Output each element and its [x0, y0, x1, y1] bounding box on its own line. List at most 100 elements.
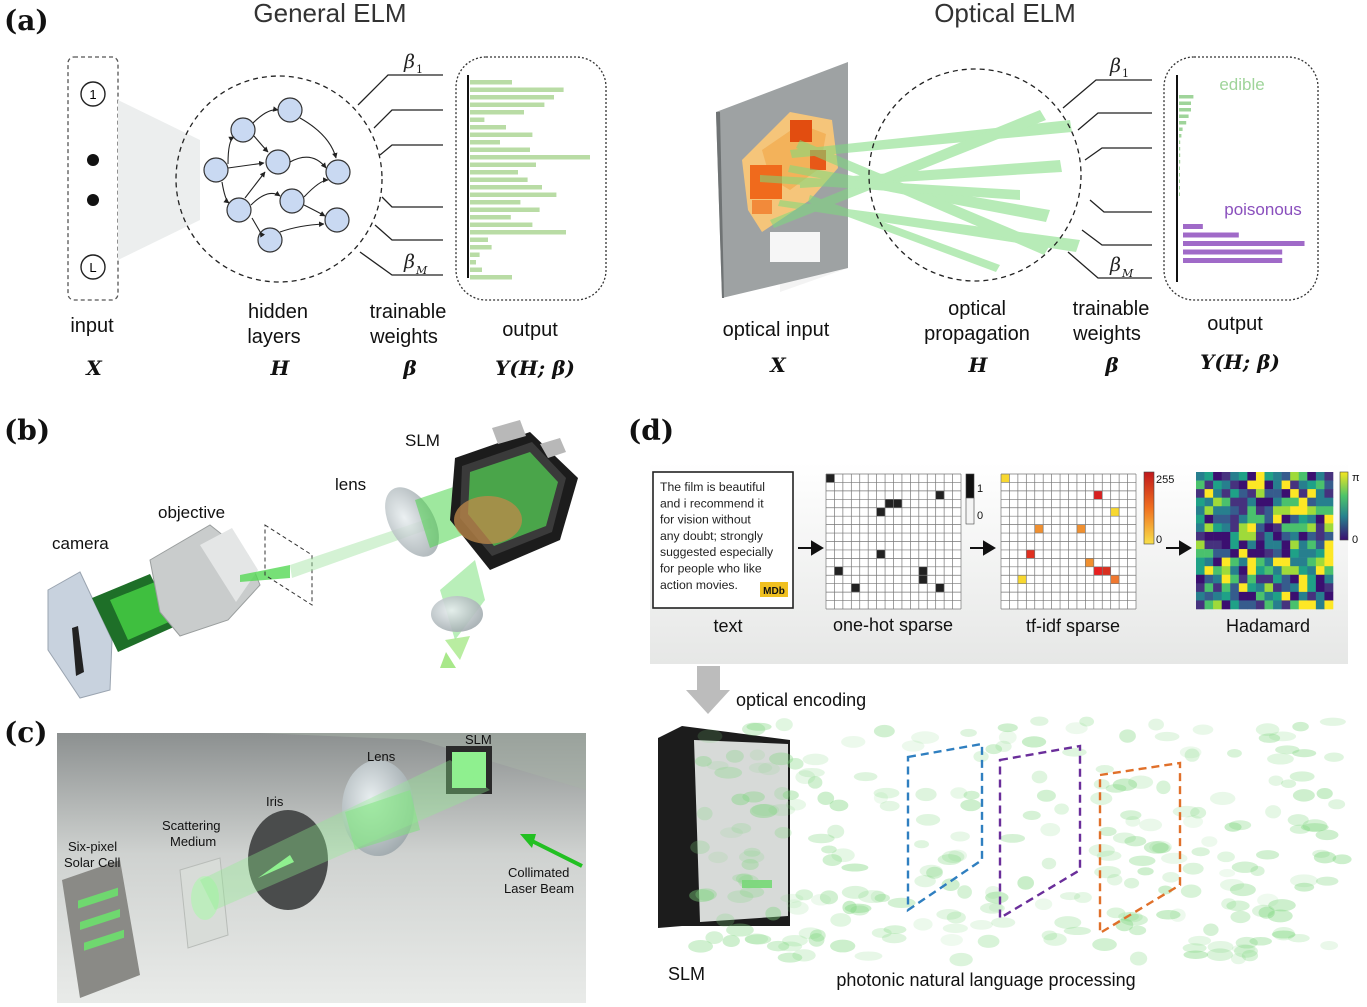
speckle [1281, 779, 1297, 788]
symbol-h-right: H [968, 353, 989, 377]
hadamard-cell [1247, 489, 1257, 498]
tfidf-colorbar [1143, 471, 1155, 545]
hadamard-cell [1307, 549, 1317, 558]
speckle [1092, 938, 1117, 951]
speckle [1105, 784, 1127, 793]
speckle [985, 886, 1001, 899]
review-text-line: The film is beautiful [660, 480, 765, 494]
speckle [919, 864, 943, 878]
speckle [1030, 716, 1049, 726]
onehot-cell [851, 583, 860, 593]
hadamard-cell [1324, 540, 1334, 550]
hadamard-cell [1255, 557, 1265, 567]
speckle [950, 787, 968, 799]
hadamard-cell [1196, 506, 1205, 516]
hadamard-cell [1281, 557, 1291, 567]
speckle [1192, 724, 1214, 735]
beta-first-right: β [1109, 55, 1121, 77]
speckle [1036, 789, 1056, 802]
speckle [829, 799, 849, 812]
speckle [1090, 791, 1113, 805]
hadamard-cell [1213, 540, 1222, 550]
speckle [1156, 780, 1171, 795]
speckle [1073, 892, 1092, 903]
hadamard-cell [1264, 574, 1274, 584]
hadamard-cell [1315, 472, 1325, 481]
hadamard-cell [1324, 600, 1334, 610]
panel-label-c: (c) [4, 716, 48, 749]
hadamard-cell [1196, 523, 1205, 533]
speckle [1294, 882, 1315, 892]
hadamard-cell [1273, 514, 1282, 524]
speckle [1063, 926, 1092, 936]
hadamard-cell [1298, 583, 1308, 593]
hadamard-cell [1255, 549, 1265, 558]
hadamard-cell [1204, 480, 1214, 490]
general-output-bar [470, 162, 536, 167]
speckle [774, 786, 791, 800]
speckle [1267, 753, 1294, 765]
hadamard-cell [1221, 480, 1231, 490]
hadamard-cell [1230, 489, 1240, 498]
speckle [1217, 851, 1235, 863]
speckle [1098, 826, 1117, 837]
d-slm-label: SLM [668, 964, 705, 984]
hadamard-cell [1213, 531, 1222, 541]
speckle [871, 927, 892, 938]
hadamard-cell [1315, 591, 1325, 601]
speckle [1275, 745, 1300, 755]
hadamard-cell [1281, 489, 1291, 498]
hadamard-cell [1264, 591, 1274, 601]
hadamard-cell [1221, 514, 1231, 524]
hadamard-cell [1273, 540, 1282, 550]
speckle [748, 762, 773, 774]
label-optical-input: optical input [723, 319, 830, 341]
hadamard-cell [1307, 489, 1317, 498]
speckle [1268, 775, 1284, 786]
speckle [1290, 874, 1318, 888]
hadamard-cell [1204, 514, 1214, 524]
general-output-bar [470, 245, 492, 250]
c-collimated-1: Collimated [508, 865, 569, 880]
hadamard-cell [1307, 480, 1317, 490]
mdb-badge [760, 582, 788, 597]
hadamard-cell [1298, 540, 1308, 550]
speckle [739, 886, 765, 898]
optical-output-bar [1179, 95, 1194, 99]
onehot-scale-max: 1 [977, 483, 983, 495]
hadamard-scale-min: 0 [1352, 534, 1358, 546]
ellipsis-dot [87, 154, 99, 166]
speckle [821, 845, 837, 854]
speckle [949, 952, 973, 967]
speckle [985, 891, 1009, 904]
speckle [735, 873, 754, 885]
onehot-cell [918, 575, 928, 584]
speckle [1235, 936, 1258, 949]
speckle [1021, 736, 1047, 748]
hadamard-cell [1290, 506, 1300, 516]
hadamard-cell [1230, 523, 1240, 533]
optical-beams [760, 110, 1080, 272]
speckle [780, 893, 804, 903]
speckle [792, 949, 816, 962]
poisonous-output-bar [1183, 258, 1283, 263]
d-plane-purple [998, 744, 1082, 921]
hadamard-cell [1315, 549, 1325, 558]
hadamard-colorbar [1339, 471, 1349, 541]
speckle [1227, 748, 1242, 758]
hadamard-cell [1281, 472, 1291, 481]
photonic-label: photonic natural language processing [836, 970, 1135, 990]
speckle [722, 935, 740, 947]
speckle [798, 927, 822, 940]
review-text-line: action movies. [660, 578, 738, 592]
hadamard-cell [1196, 600, 1205, 610]
hadamard-cell [1324, 497, 1334, 507]
speckle [1184, 748, 1200, 762]
speckle [732, 873, 752, 883]
hadamard-cell [1255, 600, 1265, 610]
speckle [1292, 789, 1315, 802]
speckle [1128, 855, 1156, 866]
poisonous-output-bar [1183, 249, 1283, 255]
c-lens: Lens [367, 749, 396, 764]
